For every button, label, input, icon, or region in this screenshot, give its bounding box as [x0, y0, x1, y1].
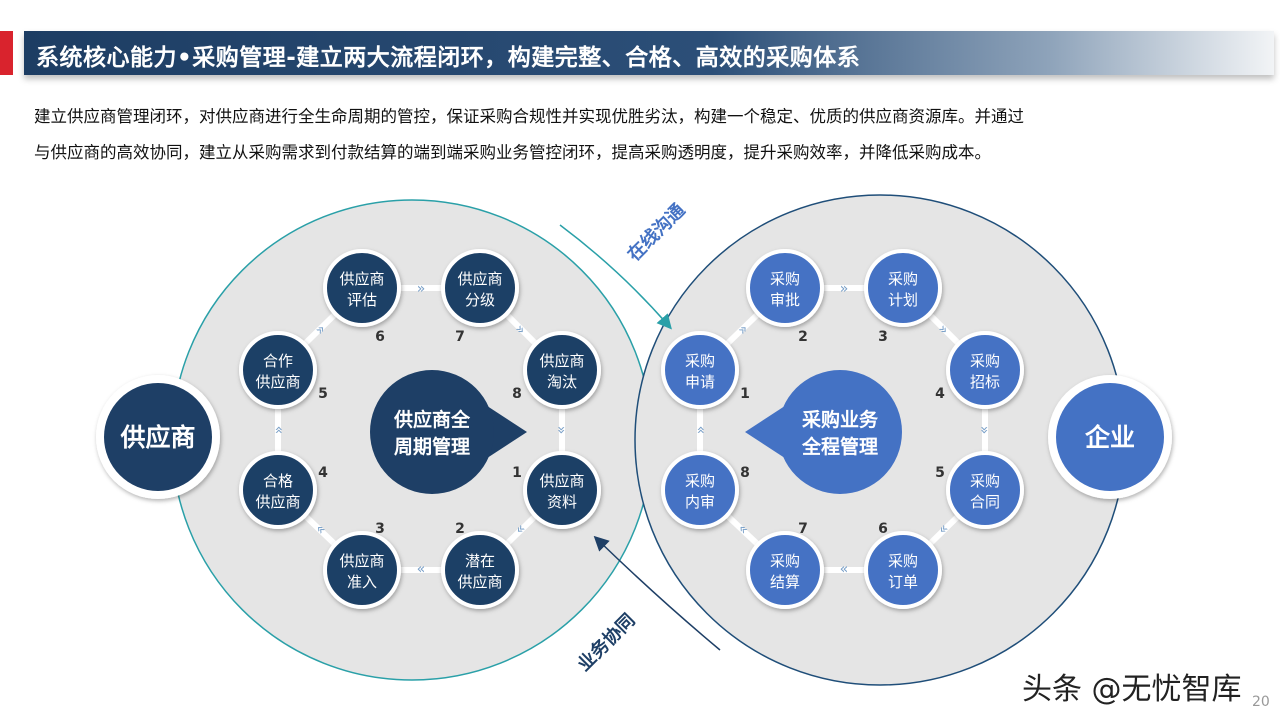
process-node-label: 资料 [547, 493, 577, 511]
step-number: 3 [878, 329, 888, 345]
process-node-label: 淘汰 [547, 373, 577, 391]
process-node-label: 供应商 [255, 493, 300, 511]
endpoint-enterprise: 企业 [1048, 375, 1172, 499]
center-hub-label: 全程管理 [801, 435, 878, 458]
process-node-label: 供应商 [457, 270, 502, 288]
step-number: 4 [935, 386, 945, 402]
step-number: 5 [318, 386, 328, 402]
center-hub-label: 周期管理 [394, 435, 470, 458]
endpoint-supplier: 供应商 [96, 375, 220, 499]
process-node-label: 评估 [347, 291, 377, 309]
center-hub-label: 供应商全 [393, 408, 471, 431]
page-title: 系统核心能力•采购管理-建立两大流程闭环，构建完整、合格、高效的采购体系 [36, 45, 861, 71]
process-node-label: 采购 [685, 472, 715, 490]
step-number: 8 [740, 465, 750, 481]
step-number: 6 [878, 521, 888, 537]
left-loop: »»»»»»»»供应商全周期管理供应商资料1潜在供应商2供应商准入3合格供应商4… [96, 249, 601, 609]
process-node-label: 采购 [970, 472, 1000, 490]
chevron-arrow-icon: » [417, 561, 426, 577]
step-number: 6 [375, 329, 385, 345]
process-node-label: 准入 [347, 573, 377, 591]
process-node-label: 采购 [770, 552, 800, 570]
process-node-label: 供应商 [339, 552, 384, 570]
page-number: 20 [1252, 694, 1270, 710]
process-node-label: 采购 [888, 270, 918, 288]
title-banner: 系统核心能力•采购管理-建立两大流程闭环，构建完整、合格、高效的采购体系 [24, 31, 1274, 75]
intro-line: 建立供应商管理闭环，对供应商进行全生命周期的管控，保证采购合规性并实现优胜劣汰，… [34, 107, 1024, 126]
process-node-label: 采购 [770, 270, 800, 288]
process-node-label: 合作 [263, 352, 293, 370]
step-number: 7 [455, 329, 465, 345]
center-hub-label: 采购业务 [802, 408, 879, 431]
process-node-label: 供应商 [339, 270, 384, 288]
step-number: 1 [512, 465, 522, 481]
chevron-arrow-icon: » [693, 426, 709, 435]
process-node-label: 订单 [888, 573, 918, 591]
watermark: 头条 @无忧智库 [1022, 672, 1242, 707]
process-node-label: 采购 [888, 552, 918, 570]
chevron-arrow-icon: » [271, 426, 287, 435]
right-loop: »»»»»»»»采购业务全程管理采购申请1采购审批2采购计划3采购招标4采购合同… [661, 249, 1172, 609]
chevron-arrow-icon: » [553, 426, 569, 435]
flow-label-online-communication: 在线沟通 [623, 199, 689, 265]
flow-label-business-collaboration: 业务协同 [573, 609, 639, 675]
process-node-label: 采购 [685, 352, 715, 370]
chevron-arrow-icon: » [840, 281, 849, 297]
step-number: 7 [798, 521, 808, 537]
step-number: 2 [455, 521, 465, 537]
process-node-label: 内审 [685, 493, 715, 511]
step-number: 8 [512, 386, 522, 402]
process-node-label: 招标 [970, 373, 1000, 391]
accent-bar [0, 31, 13, 75]
bottom-flow-arrow [593, 535, 721, 651]
process-node-label: 分级 [465, 291, 495, 309]
step-number: 4 [318, 465, 328, 481]
process-node-label: 采购 [970, 352, 1000, 370]
step-number: 1 [740, 386, 750, 402]
step-number: 3 [375, 521, 385, 537]
process-node-label: 计划 [888, 291, 918, 309]
process-node-label: 合同 [970, 493, 1000, 511]
process-node-label: 结算 [770, 573, 800, 591]
process-node-label: 潜在 [465, 552, 495, 570]
top-flow-arrow [559, 224, 672, 330]
intro-paragraph: 建立供应商管理闭环，对供应商进行全生命周期的管控，保证采购合规性并实现优胜劣汰，… [34, 99, 1249, 171]
chevron-arrow-icon: » [840, 561, 849, 577]
chevron-arrow-icon: » [417, 281, 426, 297]
endpoint-label: 企业 [1085, 423, 1135, 452]
endpoint-label: 供应商 [119, 423, 195, 452]
process-node-label: 供应商 [539, 352, 584, 370]
step-number: 5 [935, 465, 945, 481]
intro-line: 与供应商的高效协同，建立从采购需求到付款结算的端到端采购业务管控闭环，提高采购透… [34, 143, 991, 162]
process-node-label: 供应商 [539, 472, 584, 490]
process-node-label: 审批 [770, 291, 800, 309]
step-number: 2 [798, 329, 808, 345]
process-node-label: 合格 [263, 472, 293, 490]
process-node-label: 供应商 [255, 373, 300, 391]
process-node-label: 供应商 [457, 573, 502, 591]
process-node-label: 申请 [685, 373, 715, 391]
chevron-arrow-icon: » [976, 426, 992, 435]
